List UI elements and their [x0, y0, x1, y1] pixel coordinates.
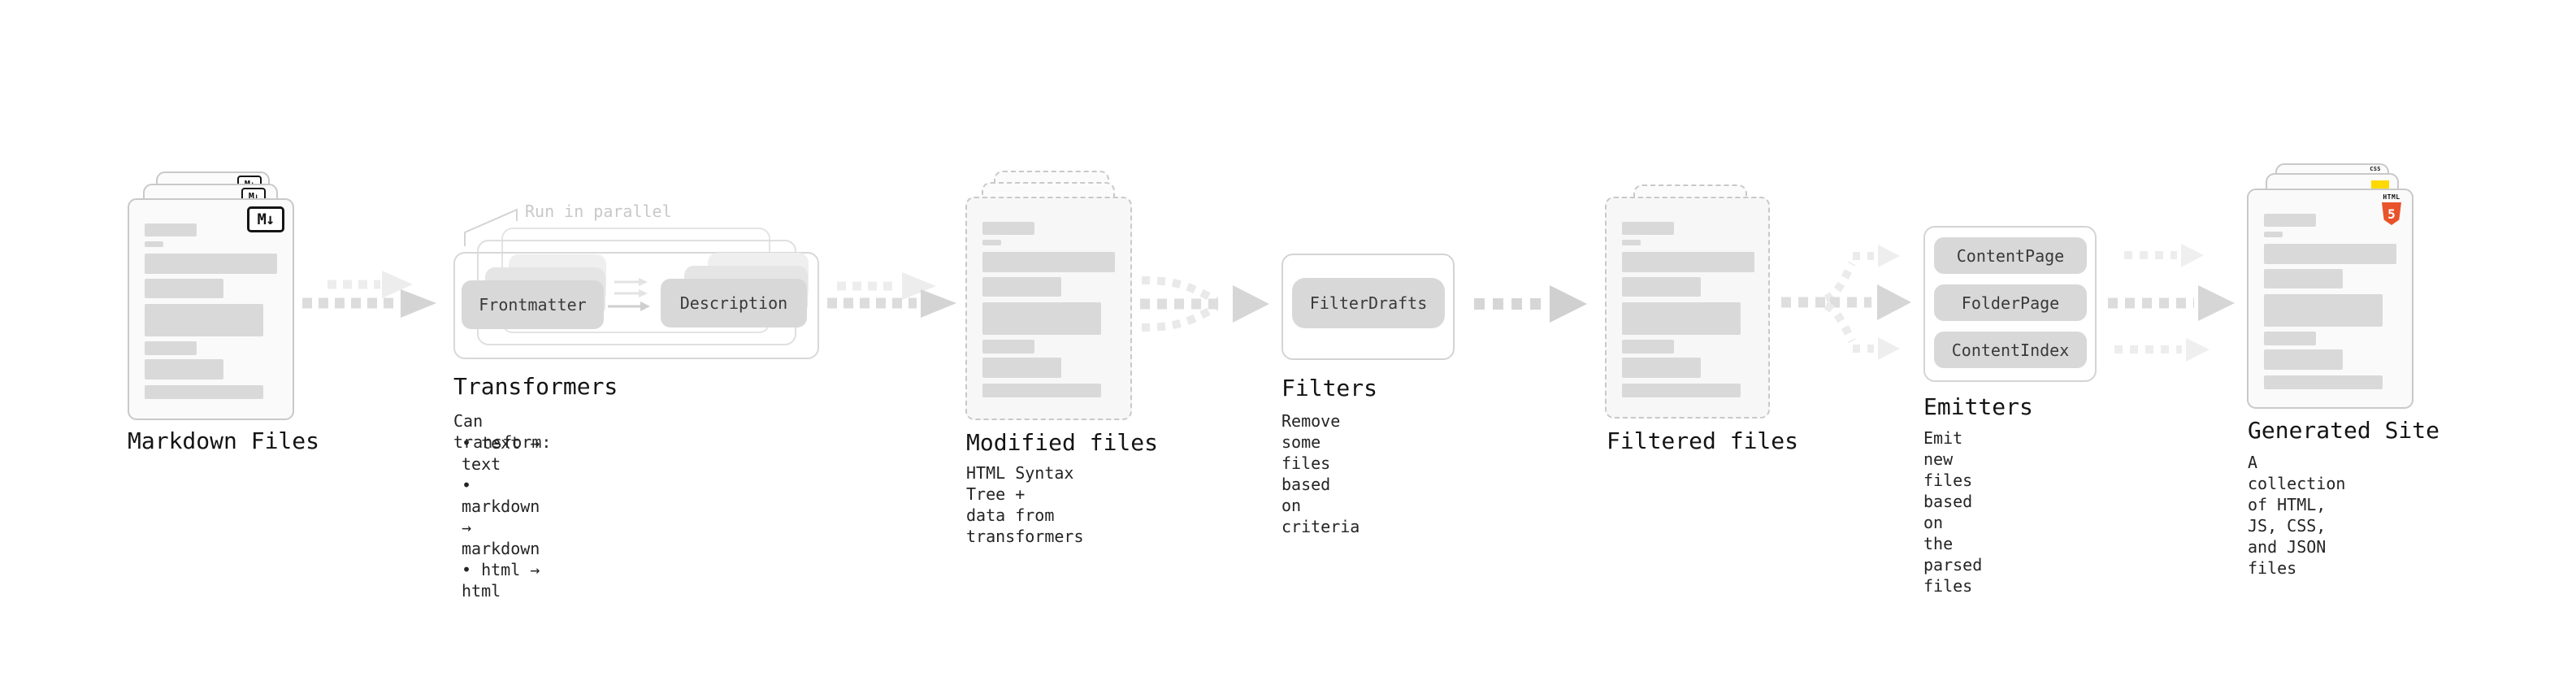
html5-icon-label: HTML: [2383, 193, 2400, 201]
emitters-title: Emitters: [1923, 393, 2033, 420]
arrow-filtered-to-emitters-fanout: [1781, 245, 1911, 360]
placeholder-bar: [2264, 269, 2343, 288]
parallel-annotation-callout-line: [464, 208, 518, 246]
generated-site-subtitle: A collection of HTML, JS, CSS, and JSON …: [2248, 453, 2346, 578]
placeholder-bar: [2264, 294, 2383, 327]
filters-subtitle: Remove some files based on criteria: [1281, 411, 1360, 536]
transformer-container: [453, 252, 819, 359]
placeholder-bar: [2264, 332, 2316, 345]
transformers-subtitle: Can transform:: [453, 411, 552, 452]
placeholder-bar: [145, 241, 163, 247]
placeholder-bar: [1622, 358, 1701, 378]
folder-page-pill: FolderPage: [1934, 284, 2087, 321]
document-skeleton: [2249, 190, 2412, 407]
placeholder-bar: [145, 254, 277, 274]
document-skeleton: [967, 198, 1130, 419]
transformer-pill-arrows: [608, 278, 650, 311]
frontmatter-pill: Frontmatter: [462, 280, 604, 329]
placeholder-bar: [1622, 222, 1674, 235]
placeholder-bar: [982, 222, 1034, 235]
arrow-modified-to-filters-merge: [1140, 276, 1269, 332]
content-page-pill: ContentPage: [1934, 237, 2087, 274]
markdown-icon: M↓: [247, 206, 284, 232]
filters-title: Filters: [1281, 375, 1378, 401]
modified-files-subtitle: HTML Syntax Tree + data from transformer…: [966, 463, 1084, 546]
document-skeleton: [1607, 198, 1768, 417]
placeholder-bar: [2264, 214, 2316, 227]
placeholder-bar: [145, 304, 263, 336]
filter-drafts-pill: FilterDrafts: [1292, 278, 1445, 328]
placeholder-bar: [145, 385, 263, 399]
document-page: [965, 197, 1132, 420]
content-index-pill: ContentIndex: [1934, 332, 2087, 368]
placeholder-bar: [982, 384, 1101, 397]
placeholder-bar: [982, 277, 1061, 297]
arrow-transformers-to-modified: [827, 272, 956, 318]
placeholder-bar: [145, 279, 223, 298]
arrow-markdown-to-transformers: [302, 271, 436, 318]
placeholder-bar: [1622, 384, 1741, 397]
placeholder-bar: [2264, 375, 2383, 389]
placeholder-bar: [982, 302, 1101, 335]
emitters-subtitle: Emit new files based on the parsed files: [1923, 428, 1983, 596]
placeholder-bar: [2264, 232, 2283, 237]
placeholder-bar: [982, 358, 1061, 378]
placeholder-bar: [982, 340, 1034, 354]
placeholder-bar: [145, 359, 223, 380]
placeholder-bar: [145, 341, 197, 355]
bullet-item: • markdown → markdown: [462, 475, 540, 558]
transformers-title: Transformers: [453, 373, 618, 400]
bullet-item: • text → text: [462, 433, 540, 474]
html5-icon: HTML 5: [2382, 194, 2401, 225]
document-page: M↓: [128, 198, 294, 420]
javascript-icon: [2371, 180, 2389, 190]
filtered-files-title: Filtered files: [1607, 427, 1799, 454]
placeholder-bar: [2264, 349, 2343, 370]
placeholder-bar: [982, 240, 1001, 245]
placeholder-bar: [2264, 244, 2396, 264]
placeholder-bar: [1622, 240, 1641, 245]
placeholder-bar: [1622, 302, 1741, 335]
placeholder-bar: [1622, 277, 1701, 297]
modified-files-title: Modified files: [966, 429, 1159, 456]
placeholder-bar: [982, 252, 1115, 272]
description-pill: Description: [661, 279, 807, 327]
run-in-parallel-annotation: Run in parallel: [525, 202, 672, 221]
document-page: [1605, 197, 1770, 419]
placeholder-bar: [1622, 340, 1674, 354]
document-skeleton: [129, 200, 293, 419]
placeholder-bar: [145, 223, 197, 236]
arrow-filters-to-filtered: [1474, 285, 1587, 323]
generated-site-title: Generated Site: [2248, 417, 2440, 444]
html5-icon-shield: 5: [2382, 202, 2401, 225]
placeholder-bar: [1622, 252, 1754, 272]
markdown-files-title: Markdown Files: [128, 427, 320, 454]
bullet-item: • html → html: [462, 560, 540, 601]
css-icon-label: CSS: [2370, 166, 2381, 172]
arrow-emitters-to-site: [2108, 244, 2235, 362]
transformers-bullet-list: • text → text • markdown → markdown • ht…: [462, 432, 540, 601]
document-page: HTML 5: [2247, 189, 2413, 409]
